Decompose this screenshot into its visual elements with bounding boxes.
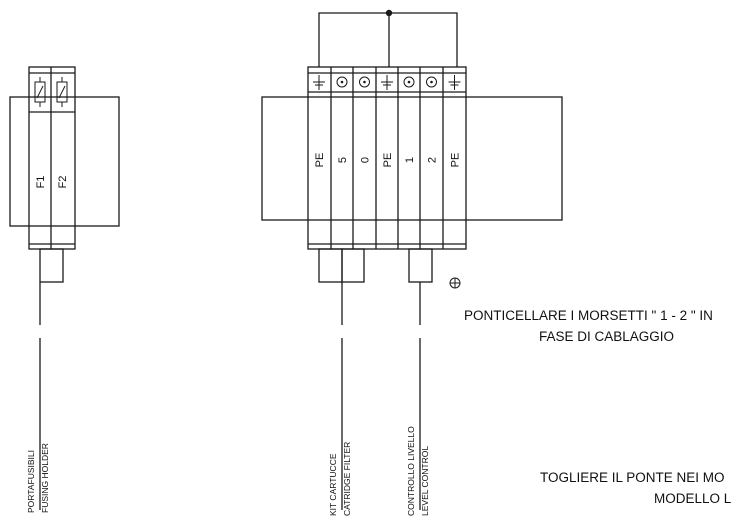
fuse-din-rail — [9, 96, 120, 227]
level-connector — [408, 248, 433, 283]
terminal-dividers — [308, 67, 466, 249]
fuse-icon — [34, 77, 46, 107]
bridge-note-line1: PONTICELLARE I MORSETTI " 1 - 2 " IN — [464, 308, 713, 323]
ground-icon — [381, 75, 393, 90]
fuse-holder: F1 F2 PORTAFUSIBILI FUSING HOLDER — [9, 66, 120, 513]
screw-icon — [426, 76, 437, 88]
terminal-block: PE 5 0 PE 1 2 PE KIT CARTUCCE CATRIDGE F… — [261, 9, 563, 516]
remove-note-line2: MODELLO L — [654, 491, 732, 506]
bridge-note-line2: FASE DI CABLAGGIO — [538, 329, 675, 344]
terminal-label: PE — [450, 153, 462, 168]
kit-connector — [341, 248, 365, 283]
fuse-terminal-label: F1 — [35, 176, 47, 189]
level-control-label-en: LEVEL CONTROL — [420, 446, 430, 516]
kit-connector — [318, 248, 343, 283]
ground-icon — [313, 75, 325, 90]
terminal-din-rail — [261, 96, 563, 221]
level-control-label-it: CONTROLLO LIVELLO — [406, 426, 416, 516]
fuse-holder-body — [28, 66, 76, 250]
remove-bridge-note: TOGLIERE IL PONTE NEI MO MODELLO L — [540, 467, 741, 509]
terminal-label: 1 — [404, 157, 416, 163]
fuse-holder-label-it: PORTAFUSIBILI — [26, 450, 36, 513]
remove-note-line1: TOGLIERE IL PONTE NEI MO — [540, 470, 725, 485]
earth-ground-icon — [449, 277, 461, 289]
terminal-label: 0 — [360, 157, 372, 163]
fuse-terminal-label: F2 — [57, 176, 69, 189]
terminal-label: 2 — [427, 157, 439, 163]
terminal-label: PE — [382, 153, 394, 168]
kit-cartridge-label-en: CATRIDGE FILTER — [342, 442, 352, 516]
kit-cartridge-label-it: KIT CARTUCCE — [328, 453, 338, 516]
terminal-block-body — [307, 66, 467, 250]
terminal-label: PE — [314, 153, 326, 168]
fuse-icon — [56, 77, 68, 107]
ground-icon — [448, 75, 461, 90]
screw-icon — [359, 76, 370, 88]
bridge-note: PONTICELLARE I MORSETTI " 1 - 2 " IN FAS… — [464, 305, 741, 347]
screw-icon — [336, 76, 348, 88]
top-bridge-wire — [318, 12, 458, 67]
terminal-label: 5 — [337, 157, 349, 163]
screw-icon — [403, 76, 415, 88]
fuse-connector — [39, 248, 64, 283]
fuse-holder-label-en: FUSING HOLDER — [40, 443, 50, 513]
junction-dot — [385, 9, 393, 17]
